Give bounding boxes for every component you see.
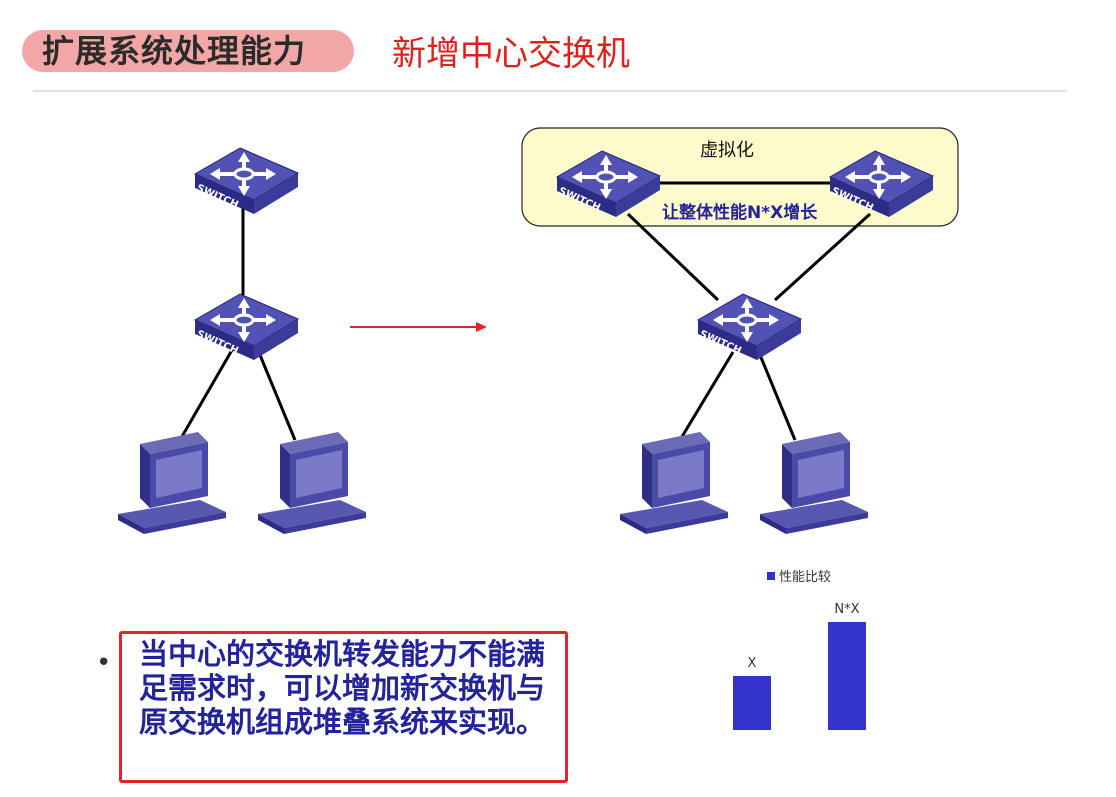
switch-icon: SWITCH	[193, 146, 300, 216]
computer-icon	[760, 432, 868, 534]
virtualization-label: 虚拟化	[700, 140, 754, 161]
chart-bar-label: N*X	[834, 602, 860, 617]
computer-icon	[118, 432, 226, 534]
arrow-head-icon	[476, 322, 487, 332]
link-left-pc2	[258, 354, 297, 441]
chart-bar	[733, 676, 771, 730]
legend-swatch	[767, 572, 775, 580]
link-right-pc2	[758, 354, 797, 441]
chart-bar-label: X	[747, 656, 757, 671]
chart-bar	[828, 622, 866, 730]
link-right-core-1	[626, 212, 720, 302]
highlight-box	[119, 631, 568, 783]
bullet-text: 当中心的交换机转发能力不能满足需求时，可以增加新交换机与原交换机组成堆叠系统来实…	[139, 637, 546, 739]
slide-subtitle: 新增中心交换机	[392, 34, 630, 74]
computer-icon	[258, 432, 366, 534]
link-left-pc1	[178, 349, 234, 441]
legend-label: 性能比较	[779, 570, 832, 585]
section-title: 扩展系统处理能力	[42, 32, 307, 70]
performance-label: 让整体性能N*X增长	[662, 203, 818, 223]
link-right-core-2	[773, 212, 872, 302]
switch-icon: SWITCH	[193, 292, 300, 362]
bullet-icon: •	[96, 648, 112, 678]
computer-icon	[620, 432, 728, 534]
section-title-pill	[22, 30, 354, 72]
header-divider	[33, 90, 1067, 92]
link-right-pc1	[678, 351, 735, 441]
switch-icon: SWITCH	[696, 292, 803, 362]
